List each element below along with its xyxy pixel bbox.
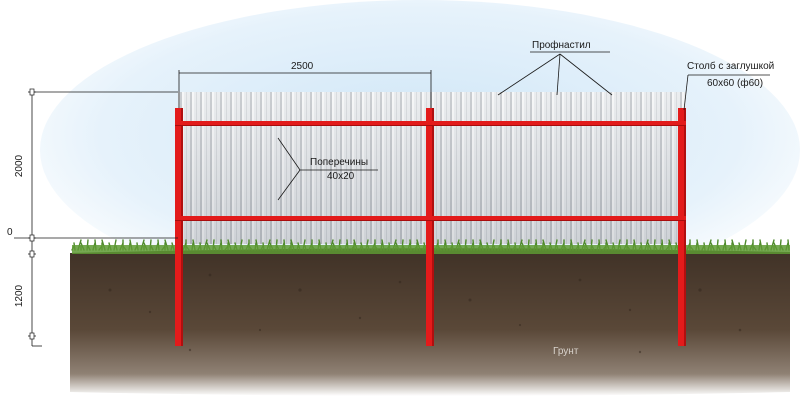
sheeting-leader-lines	[497, 51, 613, 96]
rails-leader-lines	[277, 137, 378, 201]
soil-texture	[108, 273, 742, 354]
fence-post-right	[678, 108, 686, 346]
rails-label-line2: 40х20	[327, 171, 355, 182]
height-below-label: 1200	[14, 284, 25, 308]
sheeting-label: Профнастил	[532, 40, 591, 51]
width-dimension-label: 2500	[291, 61, 314, 72]
cross-rail-top	[175, 121, 686, 126]
fence-post-middle	[426, 108, 434, 346]
post-label-line2: 60х60 (ф60)	[707, 78, 764, 89]
height-dimension-lines	[14, 91, 178, 347]
soil-label: Грунт	[553, 346, 579, 357]
zero-level-label: 0	[7, 227, 13, 238]
post-leader-line	[683, 74, 770, 111]
post-label-line1: Столб с заглушкой	[687, 61, 775, 72]
fence-post-left	[175, 108, 183, 346]
rails-label-line1: Поперечины	[310, 157, 369, 168]
cross-rail-bottom	[175, 216, 686, 221]
height-above-label: 2000	[14, 154, 25, 178]
width-dimension-line	[178, 70, 432, 108]
